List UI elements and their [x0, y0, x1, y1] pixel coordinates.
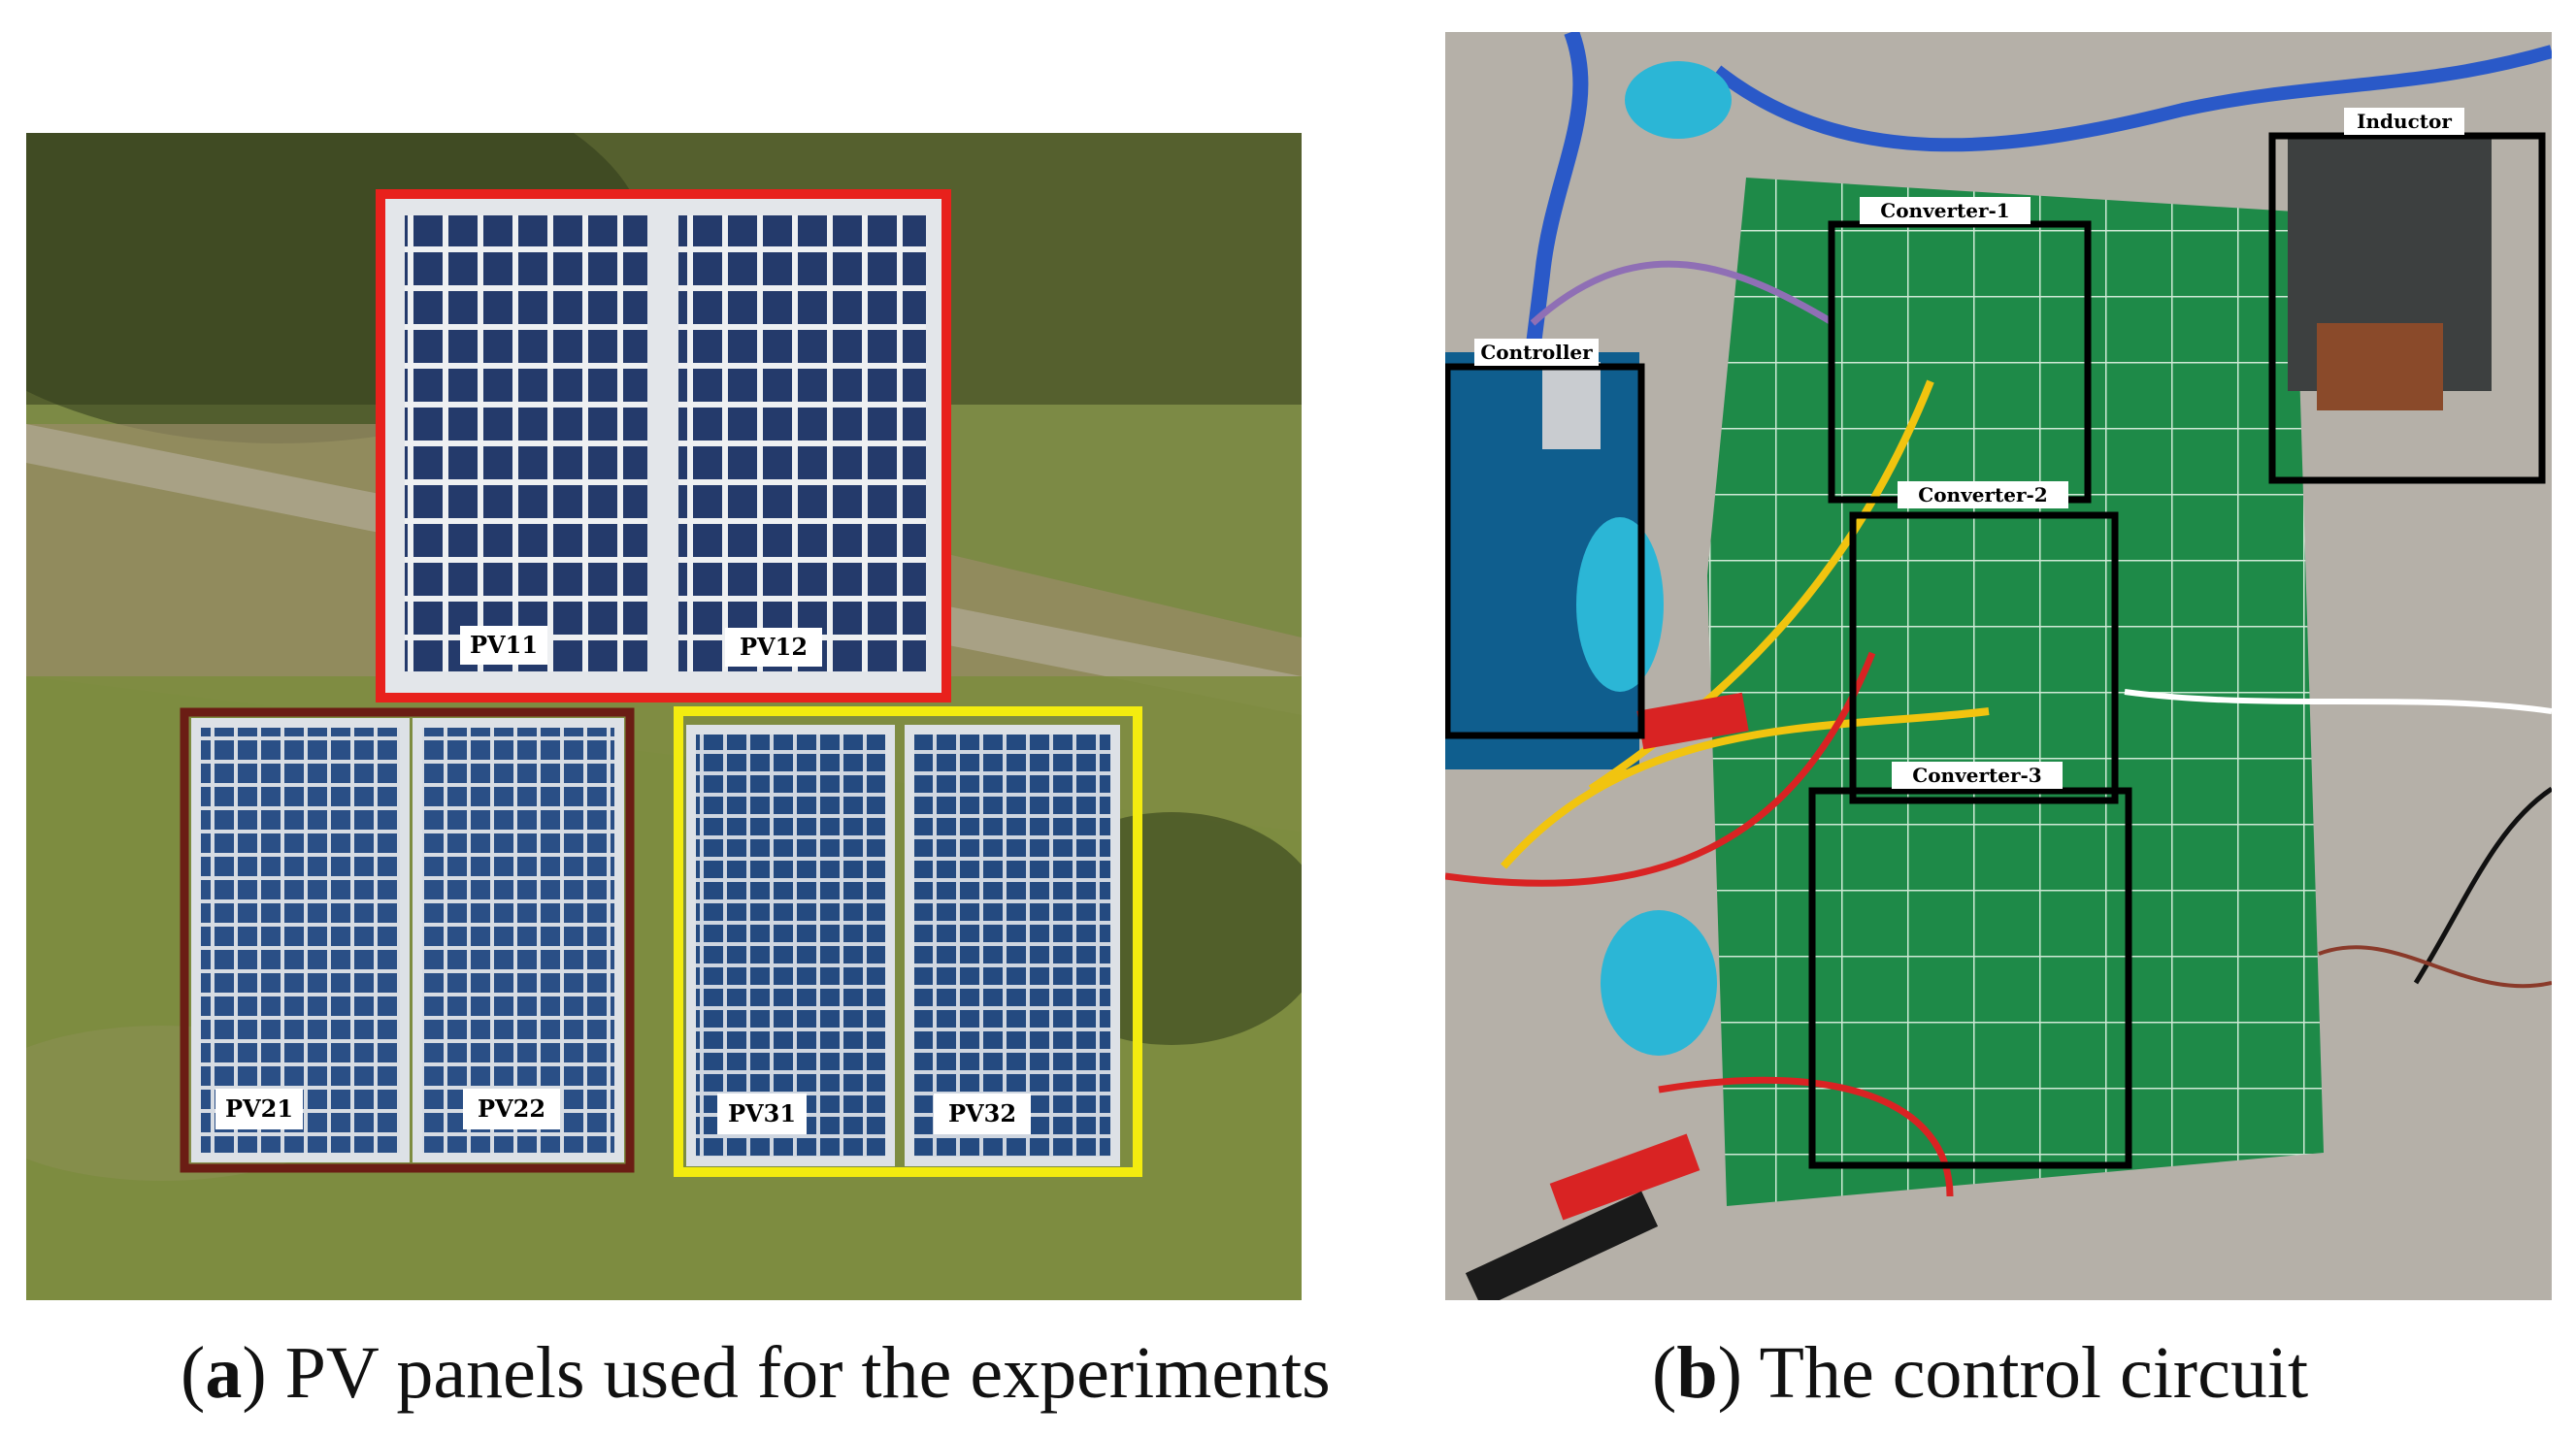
- pv-panels-photo: PV11 PV12 PV21 PV22 PV31 PV32: [26, 133, 1302, 1300]
- pv-panels-scene: PV11 PV12 PV21 PV22 PV31 PV32: [26, 133, 1302, 1300]
- pv21-label: PV21: [225, 1094, 293, 1123]
- caption-b-text: The control circuit: [1759, 1332, 2309, 1414]
- pv21-plate: [215, 1089, 303, 1129]
- pv31-label: PV31: [728, 1099, 796, 1127]
- controller-label: Controller: [1480, 341, 1593, 364]
- pv22-plate: [463, 1089, 560, 1129]
- caption-b: (b) The control circuit: [1652, 1332, 2309, 1414]
- inductor-box: [2268, 132, 2546, 484]
- pv12-plate: [725, 628, 822, 667]
- circuit-board: [1707, 178, 2324, 1206]
- converter3-label: Converter-3: [1912, 764, 2041, 787]
- pv31-plate: [717, 1094, 807, 1134]
- pv12-label: PV12: [740, 633, 808, 661]
- caption-a-text: PV panels used for the experiments: [284, 1332, 1331, 1414]
- group1-outline: [376, 189, 951, 702]
- group2-outline: [180, 707, 635, 1173]
- converter3-box: [1808, 787, 2132, 1169]
- pv32-plate: [934, 1094, 1031, 1134]
- caption-a: (a) PV panels used for the experiments: [181, 1332, 1331, 1414]
- control-circuit-scene: Converter-1 Converter-2 Converter-3 Cont…: [1445, 32, 2552, 1300]
- caption-a-letter: a: [205, 1332, 243, 1414]
- pv32-label: PV32: [948, 1099, 1016, 1127]
- converter2-box: [1849, 511, 2119, 804]
- pv11-plate: [460, 626, 547, 665]
- controller-box: [1445, 363, 1645, 739]
- converter1-label: Converter-1: [1880, 199, 2009, 222]
- control-circuit-photo: Converter-1 Converter-2 Converter-3 Cont…: [1445, 32, 2552, 1300]
- pv11-label: PV11: [470, 631, 538, 659]
- caption-b-letter: b: [1676, 1332, 1718, 1414]
- converter2-label: Converter-2: [1918, 483, 2047, 506]
- pv22-label: PV22: [478, 1094, 545, 1123]
- inductor-label: Inductor: [2357, 110, 2452, 133]
- group3-outline: [674, 706, 1142, 1177]
